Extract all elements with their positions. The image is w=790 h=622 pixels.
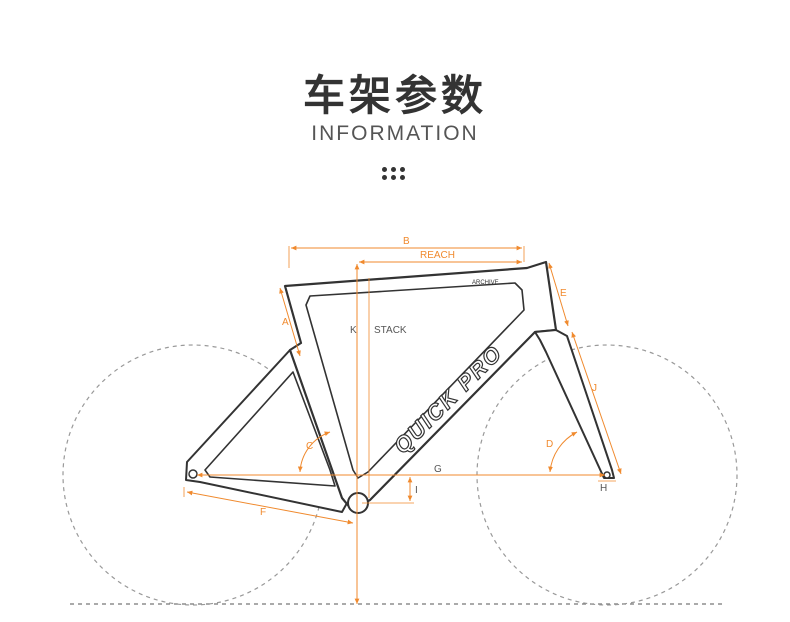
- dimension-B: B: [288, 236, 525, 268]
- label-stack: STACK: [374, 325, 407, 336]
- dimension-E: E: [548, 262, 569, 327]
- page-subtitle: INFORMATION: [311, 122, 479, 145]
- rear-axle: [188, 469, 198, 479]
- dimension-G: G: [197, 464, 605, 478]
- label-I: I: [415, 485, 418, 496]
- label-E: E: [560, 288, 567, 299]
- label-G: G: [434, 464, 442, 475]
- label-J: J: [592, 383, 597, 394]
- label-reach: REACH: [420, 250, 455, 261]
- dimension-I: I: [362, 477, 418, 504]
- dimension-C: C: [297, 431, 331, 473]
- label-B: B: [403, 236, 410, 247]
- front-fork: [534, 329, 615, 479]
- top-tube-text: ARCHIVE: [472, 280, 499, 286]
- label-F: F: [260, 507, 266, 518]
- label-K: K: [350, 325, 357, 336]
- dimension-H: H: [598, 480, 616, 494]
- decorative-dots-icon: [380, 165, 410, 181]
- dimension-F: F: [183, 487, 354, 525]
- label-C: C: [306, 441, 313, 452]
- label-H: H: [600, 483, 607, 494]
- label-D: D: [546, 439, 553, 450]
- label-A: A: [282, 317, 289, 328]
- dimension-stack: K STACK: [350, 264, 407, 604]
- dimension-J: J: [571, 331, 622, 475]
- dimension-A: A: [279, 287, 301, 357]
- page-title: 车架参数: [302, 71, 487, 120]
- dimension-D: D: [546, 431, 578, 473]
- dimension-reach: REACH: [359, 250, 522, 265]
